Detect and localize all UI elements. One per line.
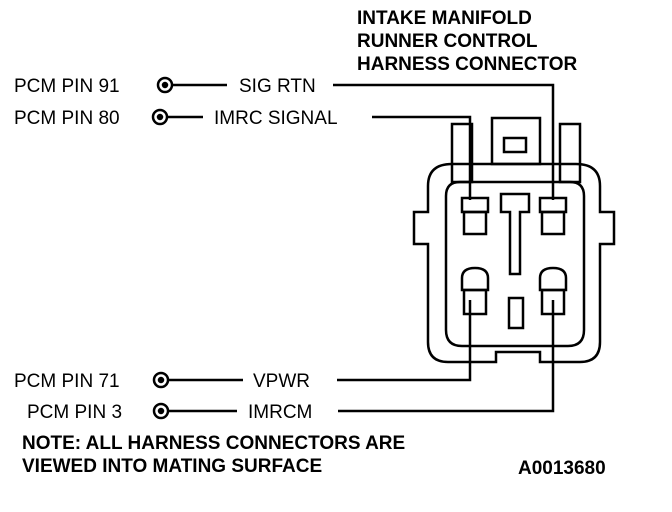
figure-id: A0013680 bbox=[518, 458, 606, 479]
pcm-pin-91-label: PCM PIN 91 bbox=[14, 76, 120, 97]
wire-vpwr bbox=[337, 300, 472, 382]
sig-rtn-label: SIG RTN bbox=[239, 76, 316, 97]
connector-title-line-1: INTAKE MANIFOLD bbox=[357, 8, 532, 29]
imrc-signal-label: IMRC SIGNAL bbox=[214, 108, 338, 129]
note-line-1: NOTE: ALL HARNESS CONNECTORS ARE bbox=[22, 433, 406, 454]
terminal-pin-3-icon bbox=[152, 402, 170, 420]
pcm-pin-80-label: PCM PIN 80 bbox=[14, 108, 120, 129]
connector-face bbox=[412, 116, 616, 364]
pcm-pin-3-label: PCM PIN 3 bbox=[27, 402, 123, 423]
wire-sig-rtn bbox=[333, 83, 555, 200]
connector-title-line-2: RUNNER CONTROL bbox=[357, 31, 538, 52]
wire-imrcm bbox=[338, 300, 555, 413]
pcm-pin-71-label: PCM PIN 71 bbox=[14, 371, 120, 392]
vpwr-label: VPWR bbox=[253, 371, 310, 392]
terminal-pin-71-icon bbox=[152, 371, 170, 389]
terminal-pin-80-icon bbox=[151, 108, 169, 126]
wire-imrc-signal bbox=[372, 115, 472, 200]
note-line-2: VIEWED INTO MATING SURFACE bbox=[22, 456, 323, 477]
imrcm-label: IMRCM bbox=[248, 402, 313, 423]
connector-title-line-3: HARNESS CONNECTOR bbox=[357, 54, 578, 75]
terminal-pin-91-icon bbox=[156, 76, 174, 94]
